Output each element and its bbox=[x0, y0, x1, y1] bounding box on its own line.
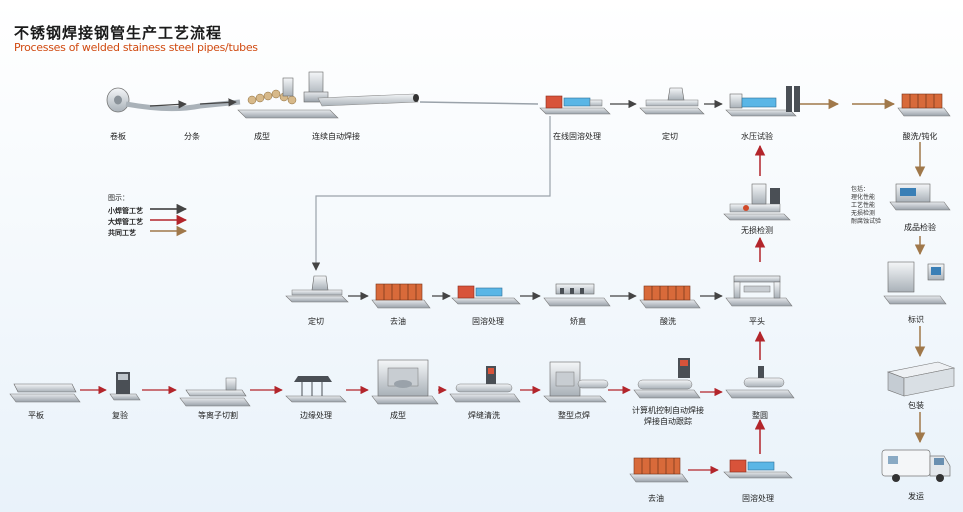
flat-end-machine bbox=[725, 275, 793, 307]
arrow-pipe-online bbox=[419, 101, 539, 105]
note-line: 理化性能 bbox=[851, 194, 876, 201]
label-straight: 矫直 bbox=[570, 317, 586, 326]
cut-machine-2 bbox=[285, 275, 349, 303]
solution-furnace-1 bbox=[451, 285, 521, 305]
pickling-tank-2 bbox=[639, 285, 701, 309]
arrow-coil-slit bbox=[149, 100, 187, 109]
label-cweld: 连续自动焊接 bbox=[312, 132, 360, 141]
label-pack: 包装 bbox=[908, 401, 924, 410]
label-round: 整圆 bbox=[752, 411, 768, 420]
plate-machine bbox=[9, 383, 81, 403]
title-chinese: 不锈钢焊接钢管生产工艺流程 bbox=[14, 24, 223, 42]
label-flat-end: 平头 bbox=[749, 317, 765, 326]
label-slit: 分条 bbox=[184, 132, 200, 141]
note-line: 无损检测 bbox=[851, 210, 876, 217]
seam-clean-machine bbox=[449, 366, 521, 403]
label-cut2: 定切 bbox=[308, 317, 324, 326]
degrease-tank-2 bbox=[629, 457, 689, 483]
label-edge: 边缘处理 bbox=[300, 411, 332, 420]
legend-item-common: 共同工艺 bbox=[108, 228, 143, 239]
label-sol2: 固溶处理 bbox=[742, 494, 774, 503]
marking-machine bbox=[883, 261, 947, 305]
forming-press-2 bbox=[371, 359, 439, 405]
label-form1: 成型 bbox=[254, 132, 270, 141]
online-solution-furnace bbox=[539, 95, 611, 115]
label-form2: 成型 bbox=[390, 411, 406, 420]
coil-machine bbox=[106, 87, 241, 113]
package-box bbox=[886, 361, 956, 397]
ndt-machine bbox=[723, 183, 791, 221]
straightening-machine bbox=[543, 283, 611, 307]
plasma-cut-machine bbox=[179, 377, 251, 407]
note-line: 耐腐蚀试验 bbox=[851, 218, 882, 225]
label-final-insp: 成品检验 bbox=[904, 223, 936, 232]
label-plasma: 等离子切割 bbox=[198, 411, 238, 420]
arrow-slit-form bbox=[199, 98, 237, 107]
delivery-truck bbox=[881, 449, 951, 482]
legend-title: 图示： bbox=[108, 194, 129, 202]
cnc-weld-machine bbox=[633, 358, 701, 399]
label-hydro: 水压试验 bbox=[741, 132, 773, 141]
label-tack: 整型点焊 bbox=[558, 411, 590, 420]
label-degrease2: 去油 bbox=[648, 494, 664, 503]
arrow-branch bbox=[311, 116, 551, 271]
hydro-test-machine bbox=[725, 86, 800, 117]
pickling-tank-1 bbox=[897, 93, 951, 117]
note-line: 包括： bbox=[851, 186, 870, 193]
legend: 图示： 小焊管工艺 大焊管工艺 共同工艺 bbox=[108, 193, 188, 239]
note-line: 工艺性能 bbox=[851, 202, 876, 209]
label-ship: 发运 bbox=[908, 492, 924, 501]
legend-label-small: 小焊管工艺 bbox=[108, 207, 143, 215]
rounding-machine bbox=[725, 366, 795, 399]
inspection-notes: 包括： 理化性能 工艺性能 无损检测 耐腐蚀试验 bbox=[851, 186, 881, 226]
label-pickle-pass: 酸洗/钝化 bbox=[902, 132, 938, 141]
legend-label-large: 大焊管工艺 bbox=[108, 218, 143, 226]
title-english: Processes of welded stainess steel pipes… bbox=[14, 41, 258, 54]
label-sol1: 固溶处理 bbox=[472, 317, 504, 326]
label-plate: 平板 bbox=[28, 411, 44, 420]
inspection-machine bbox=[889, 183, 951, 211]
recheck-machine bbox=[109, 372, 141, 401]
cut-machine-1 bbox=[639, 87, 705, 115]
label-cnc-weld-1: 计算机控制自动焊接 bbox=[632, 406, 704, 415]
legend-label-common: 共同工艺 bbox=[108, 229, 136, 237]
legend-item-small: 小焊管工艺 bbox=[108, 206, 143, 217]
label-recheck: 复验 bbox=[112, 411, 128, 420]
continuous-pipe bbox=[317, 93, 419, 107]
label-mark: 标识 bbox=[908, 315, 924, 324]
degrease-tank-1 bbox=[371, 283, 431, 309]
legend-item-large: 大焊管工艺 bbox=[108, 217, 143, 228]
label-cut1: 定切 bbox=[662, 132, 678, 141]
label-ndt: 无损检测 bbox=[741, 226, 773, 235]
solution-furnace-2 bbox=[723, 459, 793, 479]
label-online-sol: 在线固溶处理 bbox=[553, 132, 601, 141]
legend-arrows bbox=[150, 204, 188, 237]
edge-machine bbox=[285, 376, 347, 403]
label-pickle: 酸洗 bbox=[660, 317, 676, 326]
label-degrease1: 去油 bbox=[390, 317, 406, 326]
tack-weld-machine bbox=[543, 361, 609, 403]
label-seam-clean: 焊缝清洗 bbox=[468, 411, 500, 420]
forming-mill-1 bbox=[237, 71, 339, 119]
label-coil: 卷板 bbox=[110, 132, 126, 141]
label-cnc-weld-2: 焊接自动跟踪 bbox=[644, 417, 692, 426]
